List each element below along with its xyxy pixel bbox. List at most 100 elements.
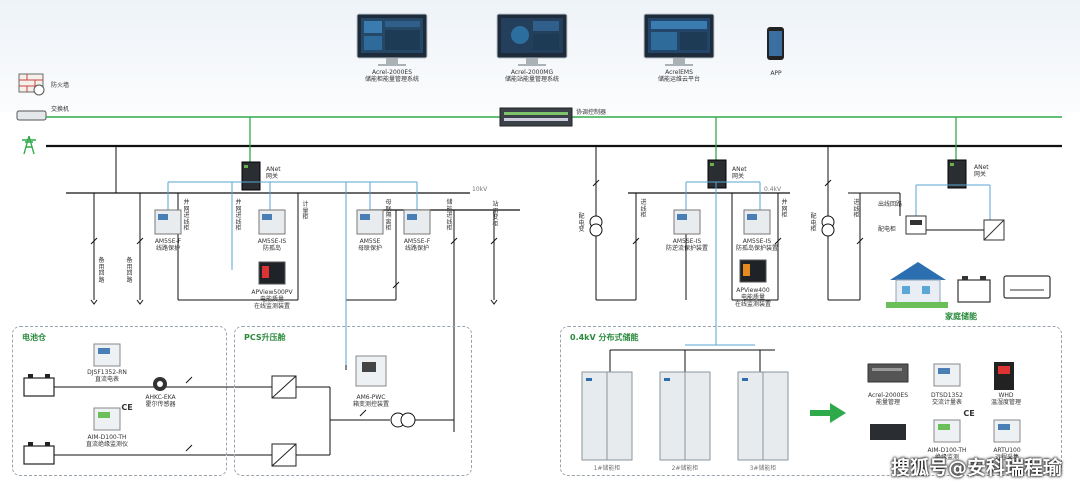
gw1-name: ANet [266,166,281,173]
grid-tower-icon [22,135,36,155]
battery-1-icon [23,374,55,397]
hv-dev2-desc: 防孤岛 [262,245,281,252]
dist-dev5-name: ARTU100 [993,447,1021,454]
dist-dev1-name: Acrel-2000ES [867,392,909,399]
lv-dev1-desc: 防逆流保护装置 [665,245,708,252]
hv-voltage-label: 10kV [472,186,488,193]
hv-dev4-name: AM5SE-F [403,238,431,245]
charger-icon [1003,275,1051,299]
dist-dev4-name: AIM-D100-TH [927,447,967,454]
insulation-monitor-icon [93,407,121,431]
gw2-desc: 网关 [732,173,745,180]
storage-cabinet-2-icon [659,371,711,461]
hv-dev3-desc: 母联保护 [357,245,382,252]
pq-hv-desc1: 电能质量 [259,296,284,303]
lv-tf1-label: 配电变 [578,213,585,233]
system-3-desc: 储能运维云平台 [657,76,700,83]
system-1-desc: 储能柜能量管理系统 [364,76,419,83]
pq-lv-desc1: 电能质量 [740,294,765,301]
firewall-icon [18,73,45,96]
house-icon [886,262,948,308]
am6-pwc-icon [355,355,387,387]
lv-dev2-name: AM5SE-IS [742,238,772,245]
station-tf-label: 站用变柜 [492,201,499,228]
monitor-mg-icon [496,13,568,66]
spare-1-label: 备用回路 [98,257,105,284]
switch-icon [16,110,47,121]
pq-monitor-hv-icon [258,261,286,285]
distributed-box [560,326,1062,476]
spare-2-label: 备用回路 [126,257,133,284]
home-battery-icon [957,276,991,303]
arrow-right-icon [810,403,846,423]
home-out-label: 出线回路 [878,201,903,208]
pcs-2-icon [271,443,297,467]
ems-box-icon [867,363,909,383]
firewall-label: 防火墙 [51,82,70,89]
dist-title: 0.4kV 分布式储能 [570,333,639,342]
hv-relay-4-icon [403,209,431,235]
meter-cab-label: 计量柜 [302,201,309,221]
store-cab-label: 储能进线柜 [446,199,453,232]
gateway-hv-icon [241,161,261,191]
gw2-name: ANet [732,166,747,173]
cab3-label: 3#储能柜 [749,465,777,472]
dc-meter-icon [93,343,121,367]
pq-lv-desc2: 在线监测装置 [734,301,771,308]
lv-inlet3-label: 进线柜 [853,199,860,219]
dist-dev3-desc: 温湿度管理 [990,399,1021,406]
ac-meter-icon [933,363,961,387]
pcs-dev-desc: 箱变测控装置 [352,401,389,408]
artu-box-icon [870,424,906,440]
dist-dev5-desc: 远程采集 [994,454,1019,461]
pcs-1-icon [271,375,297,399]
grid-cab-label: 并网进线柜 [183,199,190,232]
artu100-icon [993,419,1021,443]
pcs-box [234,326,472,476]
pcs-dev-name: AM6-PWC [356,394,386,401]
hv-dev1-desc: 线路保护 [155,245,180,252]
system-3-name: AcrelEMS [665,69,693,76]
hall-name: AHKC-EKA [145,394,176,401]
lv-dev2-desc: 防孤岛保护装置 [735,245,778,252]
coordinator-controller-icon [499,107,573,127]
lv-relay-2-icon [743,209,771,235]
lv-voltage-label: 0.4kV [764,186,782,193]
hall-desc: 霍尔传感器 [145,401,176,408]
dist-dev3-name: WHD [998,392,1014,399]
insul-desc: 直流绝缘监测仪 [85,441,128,448]
cab2-label: 2#储能柜 [671,465,699,472]
dist-dev1-desc: 能量管理 [875,399,900,406]
dc-meter-desc: 直流电表 [94,376,119,383]
aim-icon [933,419,961,443]
pq-lv-name: APView400 [736,287,770,294]
pq-hv-desc2: 在线监测装置 [253,303,290,310]
whd-icon [994,362,1014,390]
gw1-desc: 网关 [266,173,279,180]
dist-dev2-desc: 交流计量表 [931,399,962,406]
home-panel-label: 配电柜 [878,226,897,233]
hv-relay-3-icon [356,209,384,235]
system-1-name: Acrel-2000ES [371,69,413,76]
storage-cabinet-3-icon [737,371,789,461]
lv-dev1-name: AM5SE-IS [672,238,702,245]
pq-hv-name: APView500PV [251,289,293,296]
watermark: 搜狐号@安科瑞程瑜 [890,457,1062,479]
monitor-ems-icon [643,13,715,66]
hv-relay-2-icon [258,209,286,235]
pcs-title: PCS升压舱 [244,333,286,342]
hv-dev1-name: AM5SE-F [154,238,182,245]
lv-inlet2-label: 并网柜 [781,199,788,219]
meter-box-icon [905,215,927,235]
lv-relay-1-icon [673,209,701,235]
storage-cabinet-1-icon [581,371,633,461]
phone-icon [767,27,784,60]
pq-monitor-lv-icon [739,259,767,283]
gateway-lv-icon [707,159,727,189]
dist-dev4-desc: 绝缘监测 [934,454,959,461]
hv-dev2-name: AM5SE-IS [257,238,287,245]
switch-label: 交换机 [51,106,70,113]
battery-2-icon [23,442,55,465]
